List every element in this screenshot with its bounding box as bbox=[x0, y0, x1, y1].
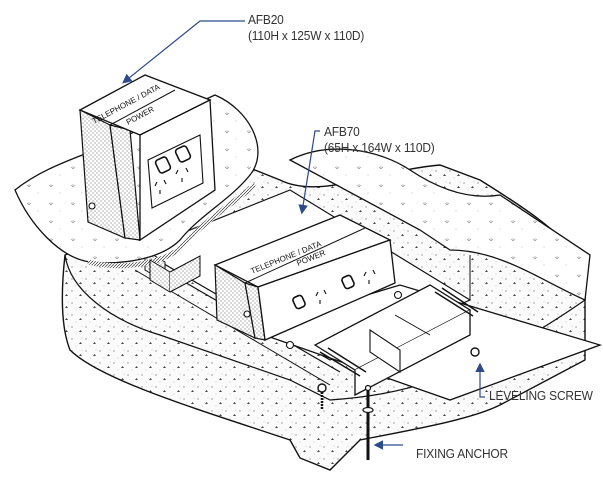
afb70-leader-arrow bbox=[298, 130, 320, 215]
leveling-screw-callout: LEVELING SCREW bbox=[489, 388, 593, 403]
power-outlet-icon bbox=[154, 156, 172, 174]
afb20-model-label: AFB20 bbox=[248, 12, 284, 27]
afb70-dimensions-label: (65H x 164W x 110D) bbox=[324, 140, 435, 155]
power-outlet-icon bbox=[292, 294, 306, 310]
power-outlet-icon bbox=[174, 145, 192, 163]
screw-icon bbox=[317, 383, 327, 393]
afb70-model-label: AFB70 bbox=[324, 124, 360, 139]
screw-icon bbox=[470, 347, 480, 357]
afb20-callout: AFB20 (110H x 125W x 110D) bbox=[248, 12, 364, 44]
afb70-callout: AFB70 (65H x 164W x 110D) bbox=[324, 124, 435, 156]
afb20-floor-box: TELEPHONE / DATA POWER bbox=[78, 74, 216, 242]
fixing-anchor-callout: FIXING ANCHOR bbox=[416, 446, 508, 461]
afb20-dimensions-label: (110H x 125W x 110D) bbox=[248, 28, 365, 43]
fixing-anchor bbox=[362, 384, 374, 460]
afb20-leader-arrow bbox=[122, 20, 245, 84]
afb70-floor-box: TELEPHONE / DATA POWER bbox=[213, 214, 403, 350]
cable-tray bbox=[313, 284, 479, 397]
leveling-screw-leader-arrow bbox=[475, 362, 485, 398]
leveling-screws bbox=[317, 347, 480, 410]
power-outlet-icon bbox=[341, 274, 355, 290]
leader-lines bbox=[122, 20, 485, 450]
floor-covering-right bbox=[288, 148, 591, 301]
